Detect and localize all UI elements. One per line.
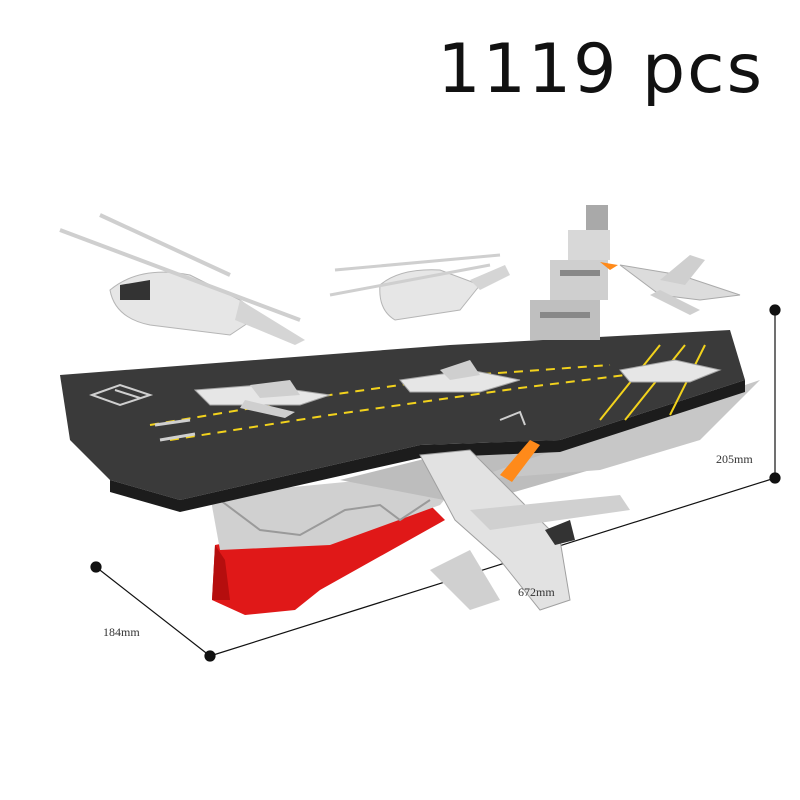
flight-deck	[60, 330, 745, 512]
helicopter-large	[59, 213, 305, 345]
length-dimension-label: 672mm	[518, 585, 555, 599]
width-dimension-label: 184mm	[103, 625, 140, 639]
hull-red-base	[212, 505, 445, 615]
fighter-jet-foreground	[419, 440, 630, 611]
dimension-lines	[90, 304, 781, 662]
fighter-jet-deck-center	[399, 360, 521, 393]
fighter-jet-deck-right	[619, 359, 722, 383]
island-superstructure	[530, 205, 610, 340]
fighter-jet-flying	[600, 255, 741, 315]
fighter-jet-deck-left	[193, 380, 331, 418]
helicopter-small	[329, 253, 510, 321]
piece-count-title: 1119 pcs	[437, 30, 764, 109]
height-dimension-label: 205mm	[716, 452, 753, 466]
